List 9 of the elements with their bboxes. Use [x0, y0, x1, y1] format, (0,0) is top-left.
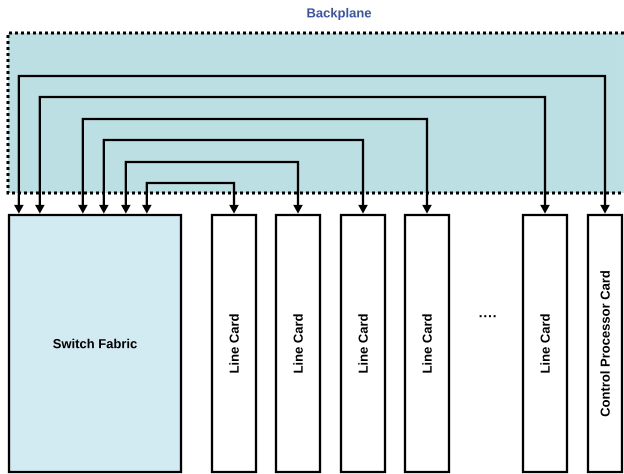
ellipsis: ····: [480, 315, 496, 318]
card-box: Line Card: [522, 214, 568, 474]
card-box: Control Processor Card: [586, 214, 624, 474]
card-box: Line Card: [274, 214, 322, 474]
backplane-title: Backplane: [307, 8, 372, 20]
switch-fabric-box: Switch Fabric: [8, 214, 182, 474]
card-box: Line Card: [404, 214, 450, 474]
card-box: Line Card: [210, 214, 258, 474]
card-box: Line Card: [340, 214, 386, 474]
